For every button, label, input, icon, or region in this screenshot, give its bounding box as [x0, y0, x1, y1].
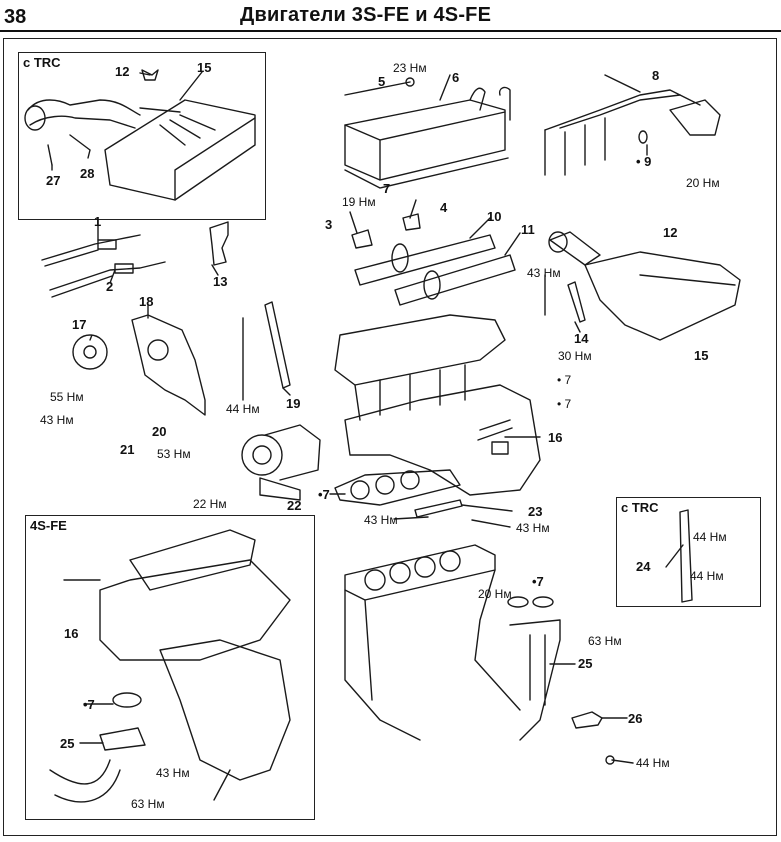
inset-title: c TRC	[23, 55, 61, 70]
torque-distributor-bolt: 20 Нм	[686, 176, 720, 190]
torque-4sfe-bolt: 43 Нм	[156, 766, 190, 780]
callout-2: 2	[106, 279, 114, 294]
callout-9: • 9	[636, 154, 652, 169]
head-gasket	[334, 469, 461, 506]
callout-14: 14	[574, 331, 589, 346]
torque-4sfe-nut: 63 Нм	[131, 797, 165, 811]
callout-17: 17	[72, 317, 87, 332]
timing-plate	[131, 314, 206, 416]
inset-trc-air-cleaner: c TRC	[18, 52, 266, 220]
callout-25: 25	[578, 656, 593, 671]
callout-15b: 15	[694, 348, 709, 363]
torque-alternator-bracket: 22 Нм	[193, 497, 227, 511]
torque-pulley-bolt: 55 Нм	[50, 390, 84, 404]
torque-valve-cover-nut: 23 Нм	[393, 61, 427, 75]
callout-7: 7	[383, 181, 391, 196]
callout-22: 22	[287, 498, 302, 513]
callout-27: 27	[46, 173, 61, 188]
callout-7-exhaust: •7	[532, 574, 544, 589]
torque-bracket-26-bolt: 44 Нм	[636, 756, 670, 770]
air-cleaner-trc	[24, 69, 256, 201]
callout-25b: 25	[60, 736, 75, 751]
torque-cam-cap-bolt: 19 Нм	[342, 195, 376, 209]
callout-3: 3	[325, 217, 333, 232]
throttle-cables	[41, 234, 166, 298]
callout-13: 13	[213, 274, 228, 289]
torque-union-bolt: 30 Нм	[558, 349, 592, 363]
camshaft-pulley	[72, 334, 108, 370]
inset-4sfe: 4S-FE	[25, 515, 315, 820]
inset-title: 4S-FE	[30, 518, 67, 533]
callout-28: 28	[80, 166, 95, 181]
torque-stay-bolts: 43 Нм	[527, 266, 561, 280]
intake-manifold	[334, 314, 541, 496]
page-title: Двигатели 3S-FE и 4S-FE	[240, 4, 492, 26]
callout-20: 20	[152, 424, 167, 439]
valve-cover	[344, 77, 511, 189]
callout-7-ring: •7	[83, 697, 95, 712]
callout-5: 5	[378, 74, 386, 89]
torque-tensioner-bolt: 43 Нм	[40, 413, 74, 427]
leader-lines	[51, 71, 684, 764]
torque-trc-stay-bottom: 44 Нм	[690, 569, 724, 583]
alternator	[241, 424, 321, 501]
diagram-frame	[3, 38, 777, 836]
torque-bar-23-left: 43 Нм	[364, 513, 398, 527]
callout-16b: 16	[64, 626, 79, 641]
manifold-4sfe	[49, 529, 291, 803]
torque-alternator-bolt: 53 Нм	[157, 447, 191, 461]
callout-23: 23	[528, 504, 543, 519]
ignition-wires	[544, 89, 721, 176]
exhaust-front-pipe	[507, 596, 561, 741]
header-rule	[0, 30, 781, 32]
torque-gasket-a: • 7	[557, 373, 572, 387]
bracket-13	[209, 221, 229, 266]
callout-15: 15	[197, 60, 212, 75]
callout-24: 24	[636, 559, 651, 574]
cylinder-block	[344, 544, 521, 741]
page-number: 38	[4, 6, 27, 28]
torque-stay-19: 44 Нм	[226, 402, 260, 416]
torque-block-bolt: 20 Нм	[478, 587, 512, 601]
callout-10: 10	[487, 209, 502, 224]
callout-7-gasket: •7	[318, 487, 330, 502]
inset-trc-bracket: c TRC	[616, 497, 761, 607]
air-cleaner	[548, 231, 741, 341]
callout-12: 12	[115, 64, 130, 79]
callout-16: 16	[548, 430, 563, 445]
camshafts	[354, 234, 516, 306]
torque-exhaust-nut: 63 Нм	[588, 634, 622, 648]
callout-4: 4	[440, 200, 448, 215]
callout-6: 6	[452, 70, 460, 85]
callout-8: 8	[652, 68, 660, 83]
callout-26: 26	[628, 711, 643, 726]
inset-title: c TRC	[621, 500, 659, 515]
callout-19: 19	[286, 396, 301, 411]
torque-gasket-b: • 7	[557, 397, 572, 411]
callout-1: 1	[94, 214, 102, 229]
callout-12b: 12	[663, 225, 678, 240]
callout-11: 11	[521, 222, 535, 237]
callout-18: 18	[139, 294, 154, 309]
torque-trc-stay-top: 44 Нм	[693, 530, 727, 544]
torque-bar-23-right: 43 Нм	[516, 521, 550, 535]
callout-21: 21	[120, 442, 135, 457]
